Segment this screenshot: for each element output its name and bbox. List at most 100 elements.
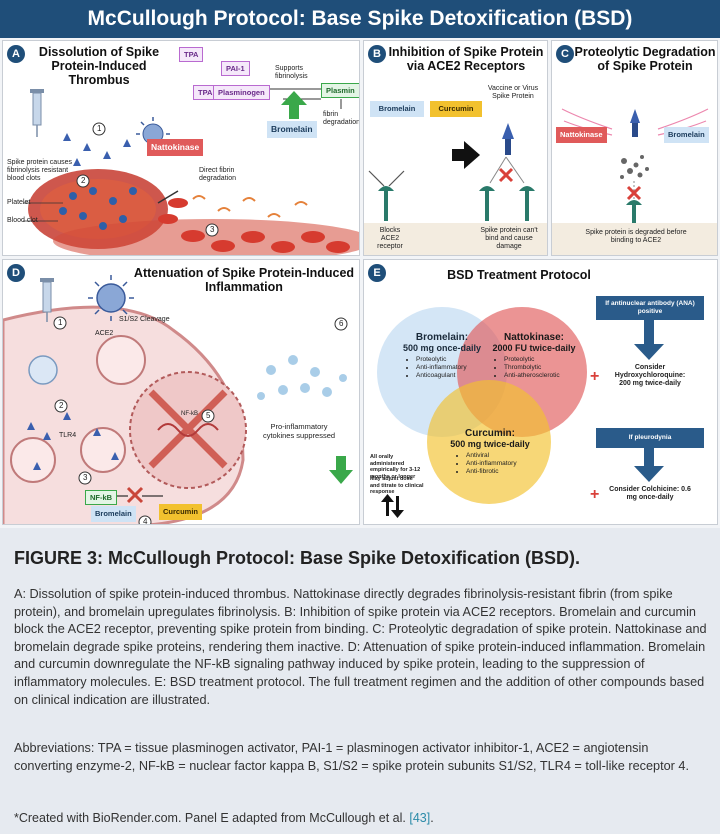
panel-a: A Dissolution of Spike Protein-Induced T… <box>2 40 360 256</box>
panel-d-illustration <box>3 275 353 524</box>
supports-fibrinolysis-label: Supports fibrinolysis <box>275 65 308 80</box>
spike-protein-icon-c <box>630 109 640 137</box>
d-n5-label: 5 <box>206 411 211 420</box>
spike-protein-icon <box>502 123 514 155</box>
figure-caption-body: A: Dissolution of spike protein-induced … <box>14 587 707 707</box>
ace2-receptor-icon-2 <box>479 186 535 221</box>
bromelain-venn-title: Bromelain: <box>415 332 469 343</box>
block-x-icon-c <box>626 185 642 201</box>
figure-area: A Dissolution of Spike Protein-Induced T… <box>0 38 720 528</box>
d-n3-label: 3 <box>83 473 88 482</box>
panel-e-title: BSD Treatment Protocol <box>447 268 591 282</box>
reference-link[interactable]: [43] <box>409 811 431 825</box>
n1-label: 1 <box>97 124 102 133</box>
spike-proteins <box>63 133 131 166</box>
caption-area: FIGURE 3: McCullough Protocol: Base Spik… <box>0 528 720 834</box>
d-n6-label: 6 <box>339 319 344 328</box>
nattokinase-item: Anti-atherosclerotic <box>504 372 586 380</box>
panel-c-illustration <box>552 108 717 255</box>
ana-box: If antinuclear antibody (ANA) positive <box>596 296 704 320</box>
figure-caption-abbreviations: Abbreviations: TPA = tissue plasminogen … <box>14 741 690 773</box>
nattokinase-venn-list: Proteolytic Thrombolytic Anti-atheroscle… <box>504 356 586 380</box>
fibrin-degradation-label: fibrin degradation <box>323 111 360 126</box>
panel-a-badge: A <box>7 45 25 63</box>
upregulate-arrow-icon <box>281 91 307 119</box>
panel-d-badge: D <box>7 264 25 282</box>
nfkb-nucleus-label: NF-kB <box>181 411 198 417</box>
ace2-receptor-icon-c <box>626 200 642 223</box>
nattokinase-item: Proteolytic <box>504 356 586 364</box>
curcumin-item: Anti-inflammatory <box>466 460 542 468</box>
panel-c-badge: C <box>556 45 574 63</box>
nattokinase-item: Thrombolytic <box>504 364 586 372</box>
figure-caption-credit: *Created with BioRender.com. Panel E ada… <box>14 810 710 828</box>
platelets <box>59 187 137 230</box>
cytokine-dots <box>257 355 347 400</box>
curcumin-venn-text: Curcumin: 500 mg twice-daily Antiviral A… <box>438 428 542 476</box>
d-n4-label: 4 <box>143 517 148 525</box>
bromelain-venn-dose: 500 mg once-daily <box>402 343 482 353</box>
curcumin-tag-d: Curcumin <box>159 504 203 520</box>
panel-b-title-line2: via ACE2 Receptors <box>406 59 526 73</box>
degraded-fragments <box>620 155 649 179</box>
panel-e-badge: E <box>368 264 386 282</box>
nattokinase-venn-title: Nattokinase: <box>503 332 564 343</box>
panel-e-venn <box>377 307 664 518</box>
credit-end: . <box>430 811 434 825</box>
cant-bind-label: Spike protein can't bind and cause damag… <box>480 227 538 250</box>
panel-a-illustration <box>23 86 359 255</box>
adjust-note: May adjust dose and titrate to clinical … <box>370 476 424 495</box>
d-n1-label: 1 <box>58 318 63 327</box>
panel-b-title: Inhibition of Spike Protein via ACE2 Rec… <box>386 45 546 73</box>
suppressed-arrow-icon <box>329 456 353 484</box>
transition-arrow-icon <box>452 141 480 169</box>
bromelain-tag-b: Bromelain <box>370 101 424 117</box>
figure-caption-title: FIGURE 3: McCullough Protocol: Base Spik… <box>14 548 581 568</box>
fibrin-fragments <box>192 195 308 218</box>
colchicine-label: Consider Colchicine: 0.6 mg once-daily <box>609 486 691 501</box>
pleurodynia-box: If pleurodynia <box>596 428 704 448</box>
suppression-x-icon <box>148 389 228 469</box>
bromelain-item: Anti-inflammatory <box>416 364 490 372</box>
curcumin-venn-title: Curcumin: <box>465 428 515 439</box>
nattokinase-venn-text: Nattokinase: 2000 FU twice-daily Proteol… <box>482 332 586 380</box>
bromelain-item: Proteolytic <box>416 356 490 364</box>
nfkb-tag: NF-kB <box>85 490 118 505</box>
pleurodynia-arrow-icon <box>634 448 664 482</box>
degraded-label: Spike protein is degraded before binding… <box>585 229 687 244</box>
credit-text: *Created with BioRender.com. Panel E ada… <box>14 811 410 825</box>
panel-c-title: Proteolytic Degradation of Spike Protein <box>574 45 716 73</box>
bromelain-venn-text: Bromelain: 500 mg once-daily Proteolytic… <box>394 332 490 380</box>
n2-label: 2 <box>81 176 86 185</box>
panel-b-title-line1: Inhibition of Spike Protein <box>388 45 544 59</box>
panel-e: E BSD Treatment Protocol Bromelain: 50 <box>363 259 718 525</box>
adjust-arrows-icon <box>381 494 404 518</box>
inhibit-x-icon <box>126 486 144 504</box>
s1s2-cleavage-label: S1/S2 Cleavage <box>119 316 170 323</box>
panel-d: D Attenuation of Spike Protein-Induced I… <box>2 259 360 525</box>
nattokinase-tag-c: Nattokinase <box>556 127 607 143</box>
bromelain-venn-list: Proteolytic Anti-inflammatory Anticoagul… <box>416 356 490 380</box>
plasminogen-tag: Plasminogen <box>213 85 270 100</box>
oral-note: All orally administered empirically for … <box>370 454 421 480</box>
vaccine-label: Vaccine or Virus Spike Protein <box>487 85 539 100</box>
plus-sign-2: + <box>590 486 600 503</box>
panel-d-title: Attenuation of Spike Protein-Induced Inf… <box>131 266 357 294</box>
panel-c-title-line2: of Spike Protein <box>597 59 693 73</box>
title-banner: McCullough Protocol: Base Spike Detoxifi… <box>0 0 720 38</box>
tpa-tag: TPA <box>179 47 204 62</box>
panel-c: C Proteolytic Degradation of Spike Prote… <box>551 40 718 256</box>
curcumin-venn-dose: 500 mg twice-daily <box>450 439 530 449</box>
curcumin-item: Antiviral <box>466 452 542 460</box>
spike-causes-label: Spike protein causes fibrinolysis resist… <box>7 159 72 182</box>
curcumin-tag-b: Curcumin <box>430 101 482 117</box>
ana-arrow-icon <box>634 320 664 360</box>
curcumin-venn-list: Antiviral Anti-inflammatory Anti-fibroti… <box>466 452 542 476</box>
block-x-icon <box>498 167 514 183</box>
d-n2-label: 2 <box>59 401 64 410</box>
platelet-label: Platelet <box>7 199 31 206</box>
panel-b-badge: B <box>368 45 386 63</box>
plus-sign-1: + <box>590 368 600 385</box>
panel-a-title-line1: Dissolution of Spike <box>38 45 160 59</box>
ace2-receptor-icon <box>368 170 405 221</box>
